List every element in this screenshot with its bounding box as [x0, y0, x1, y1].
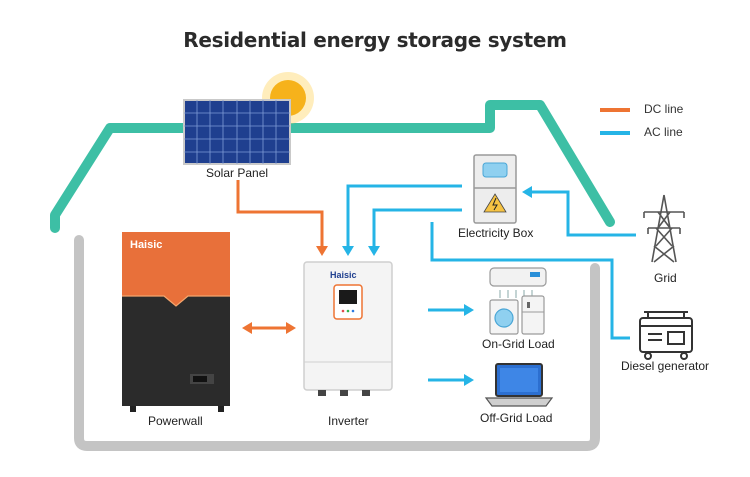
powerwall-brand-logo: Haisic [130, 239, 162, 251]
diesel-generator-icon [639, 311, 693, 360]
legend-ac-swatch [600, 131, 630, 135]
dc-line-powerwall-inverter [242, 322, 296, 334]
ac-line-box-to-inverter-1 [342, 184, 462, 256]
on-grid-load-label: On-Grid Load [482, 337, 555, 351]
legend-dc-swatch [600, 108, 630, 112]
ac-line-inverter-to-on-grid-load [428, 304, 474, 316]
diesel-generator-label: Diesel generator [621, 359, 710, 373]
ac-line-box-to-inverter-2 [368, 208, 462, 256]
inverter-label: Inverter [328, 414, 369, 428]
on-grid-load-icon [489, 267, 547, 335]
inverter-brand-logo: Haisic [330, 270, 357, 280]
electricity-box-icon [473, 154, 517, 224]
inverter-icon [303, 261, 393, 396]
house-roof-outline [50, 100, 615, 233]
powerwall-label: Powerwall [148, 414, 203, 428]
legend-ac-label: AC line [644, 125, 683, 139]
off-grid-load-label: Off-Grid Load [480, 411, 553, 425]
house-floor-outline [74, 235, 600, 451]
dc-line-solar-to-inverter [236, 180, 328, 256]
off-grid-load-icon [484, 363, 554, 407]
ac-line-inverter-to-off-grid-load [428, 374, 474, 386]
powerwall-icon [122, 232, 230, 412]
diagram-title: Residential energy storage system [183, 28, 567, 52]
solar-panel-label: Solar Panel [206, 166, 269, 180]
solar-panel-icon [183, 99, 291, 165]
legend-dc-label: DC line [644, 102, 684, 116]
ac-line-box-to-generator [430, 222, 630, 340]
grid-pylon-icon [643, 194, 685, 263]
ac-line-grid-to-box [522, 186, 636, 237]
grid-label: Grid [654, 271, 677, 285]
electricity-box-label: Electricity Box [458, 226, 534, 240]
